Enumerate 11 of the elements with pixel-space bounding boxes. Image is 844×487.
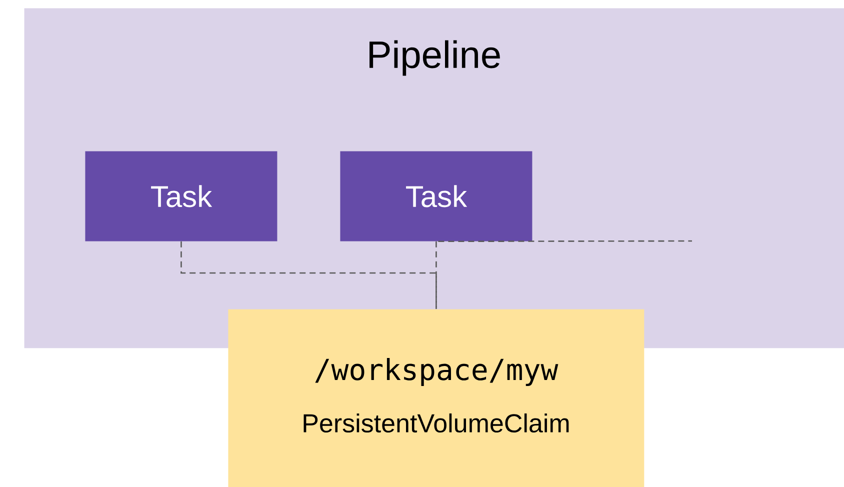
node-label: Pipeline [370,40,500,76]
connector-line [180,241,437,309]
node-label: Task [151,185,212,208]
connector-line [438,240,692,242]
node-label: PersistentVolumeClaim [304,413,569,433]
connector-line [436,241,437,309]
node-label: /workspace/myw [315,358,558,386]
node-label: Task [406,185,468,208]
task-box [85,151,278,242]
volume-box [228,309,644,487]
task-box [340,151,532,242]
